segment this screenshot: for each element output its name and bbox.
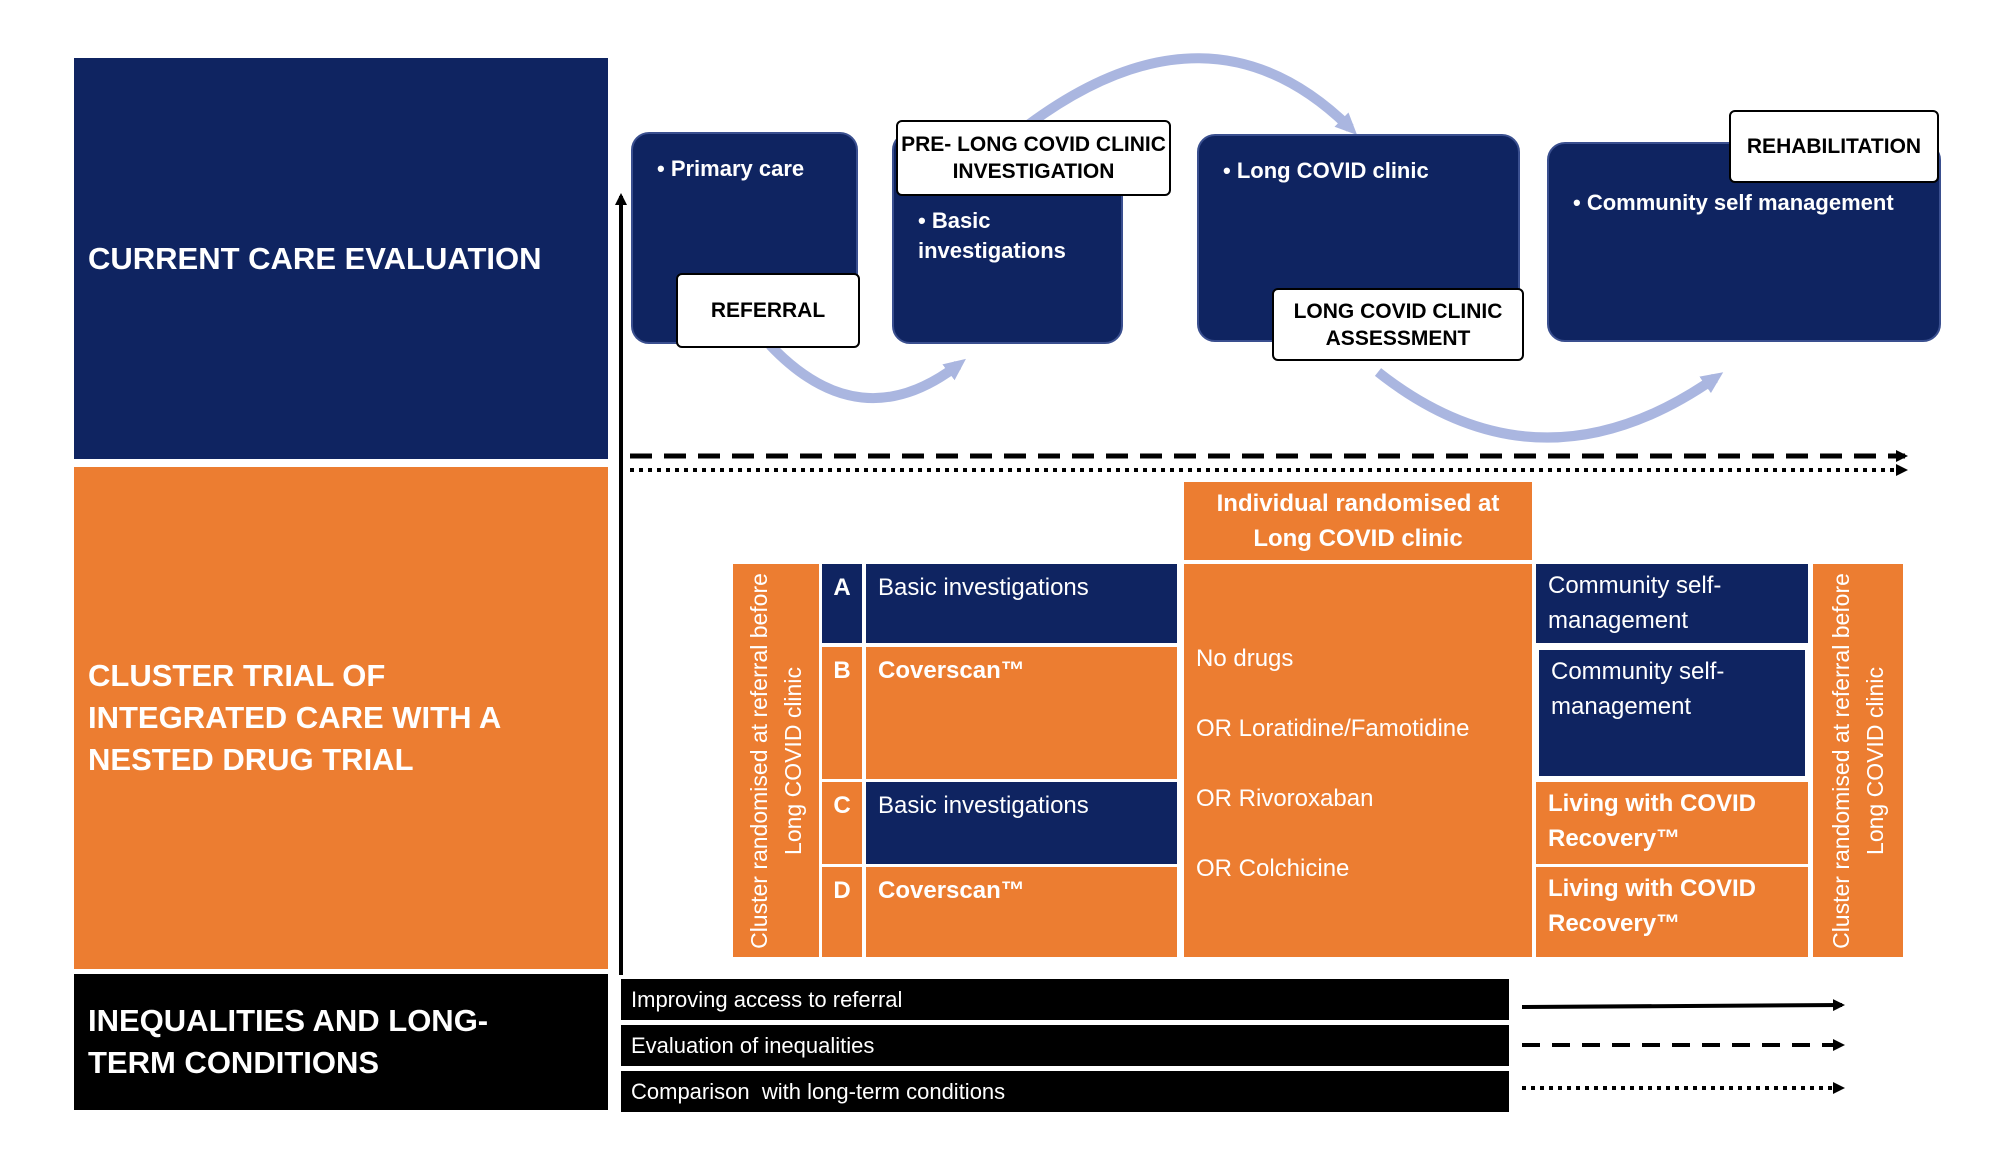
arm-b-rehab: Community self-management — [1536, 647, 1808, 779]
arm-a-investigation: Basic investigations — [866, 564, 1177, 643]
right-cluster-column: Cluster randomised at referral before Lo… — [1813, 564, 1903, 957]
arm-c-investigation: Basic investigations — [866, 782, 1177, 864]
long-covid-assessment-label: LONG COVID CLINIC ASSESSMENT — [1272, 288, 1524, 361]
stage-rehabilitation-bullet: • Community self management — [1573, 190, 1894, 215]
individual-randomised-header: Individual randomised at Long COVID clin… — [1184, 482, 1532, 560]
left-cluster-label: Cluster randomised at referral before Lo… — [746, 572, 806, 949]
bar-improving-access: Improving access to referral — [621, 979, 1509, 1020]
curve-arrow-3 — [1374, 368, 1724, 443]
arm-letter-c: C — [822, 782, 862, 864]
bar-evaluation-inequalities: Evaluation of inequalities — [621, 1025, 1509, 1066]
bar-evaluation-inequalities-text: Evaluation of inequalities — [631, 1032, 875, 1058]
solid-arrow-bottom — [1521, 999, 1845, 1012]
arm-b-investigation-text: Coverscan™ — [878, 657, 1025, 684]
stage-long-covid-clinic-bullet: • Long COVID clinic — [1223, 158, 1429, 183]
right-cluster-label: Cluster randomised at referral before Lo… — [1828, 572, 1888, 949]
individual-randomised-text: Individual randomised at Long COVID clin… — [1216, 490, 1500, 552]
bar-comparison-ltc-text: Comparison with long-term conditions — [631, 1078, 1006, 1104]
arm-d-rehab-text: Living with COVID Recovery™ — [1548, 875, 1756, 937]
arm-b-rehab-text: Community self-management — [1551, 658, 1725, 720]
curve-arrow-1 — [766, 341, 966, 404]
drug-option-2: OR Loratidine/Famotidine — [1196, 715, 1470, 742]
arm-d-rehab: Living with COVID Recovery™ — [1536, 867, 1808, 957]
pre-clinic-investigation-label: PRE- LONG COVID CLINIC INVESTIGATION — [896, 120, 1171, 196]
current-care-title: CURRENT CARE EVALUATION — [88, 240, 542, 276]
arm-c-rehab: Living with COVID Recovery™ — [1536, 782, 1808, 864]
stage-primary-care-bullet: • Primary care — [657, 156, 805, 181]
arm-d-investigation: Coverscan™ — [866, 867, 1177, 957]
arm-letter-d: D — [822, 867, 862, 957]
inequalities-block: INEQUALITIES AND LONG-TERM CONDITIONS — [74, 974, 608, 1110]
left-cluster-column: Cluster randomised at referral before Lo… — [733, 564, 819, 957]
bar-improving-access-text: Improving access to referral — [631, 986, 903, 1012]
drug-option-1: No drugs — [1196, 645, 1294, 672]
arm-a-investigation-text: Basic investigations — [878, 574, 1089, 601]
drug-options-column: No drugs OR Loratidine/Famotidine OR Riv… — [1184, 564, 1532, 957]
drug-option-3: OR Rivoroxaban — [1196, 785, 1374, 812]
arm-c-rehab-text: Living with COVID Recovery™ — [1548, 790, 1756, 852]
arm-a-rehab: Community self-management — [1536, 564, 1808, 643]
drug-option-4: OR Colchicine — [1196, 855, 1350, 882]
rehabilitation-label: REHABILITATION — [1729, 110, 1939, 183]
curve-arrow-2 — [1025, 53, 1358, 136]
arm-c-investigation-text: Basic investigations — [878, 792, 1089, 819]
arm-d-investigation-text: Coverscan™ — [878, 877, 1025, 904]
inequalities-title: INEQUALITIES AND LONG-TERM CONDITIONS — [88, 1003, 489, 1080]
bar-comparison-ltc: Comparison with long-term conditions — [621, 1071, 1509, 1112]
arm-a-rehab-text: Community self-management — [1548, 572, 1722, 634]
cluster-trial-title: CLUSTER TRIAL OF INTEGRATED CARE WITH A … — [88, 658, 501, 777]
arm-letter-a: A — [822, 564, 862, 643]
stage-pre-clinic-bullet: • Basic investigations — [918, 208, 1066, 263]
current-care-block: CURRENT CARE EVALUATION — [74, 58, 608, 459]
referral-label: REFERRAL — [676, 273, 860, 348]
arm-b-investigation: Coverscan™ — [866, 647, 1177, 779]
cluster-trial-block: CLUSTER TRIAL OF INTEGRATED CARE WITH A … — [74, 467, 608, 969]
arm-letter-b: B — [822, 647, 862, 779]
